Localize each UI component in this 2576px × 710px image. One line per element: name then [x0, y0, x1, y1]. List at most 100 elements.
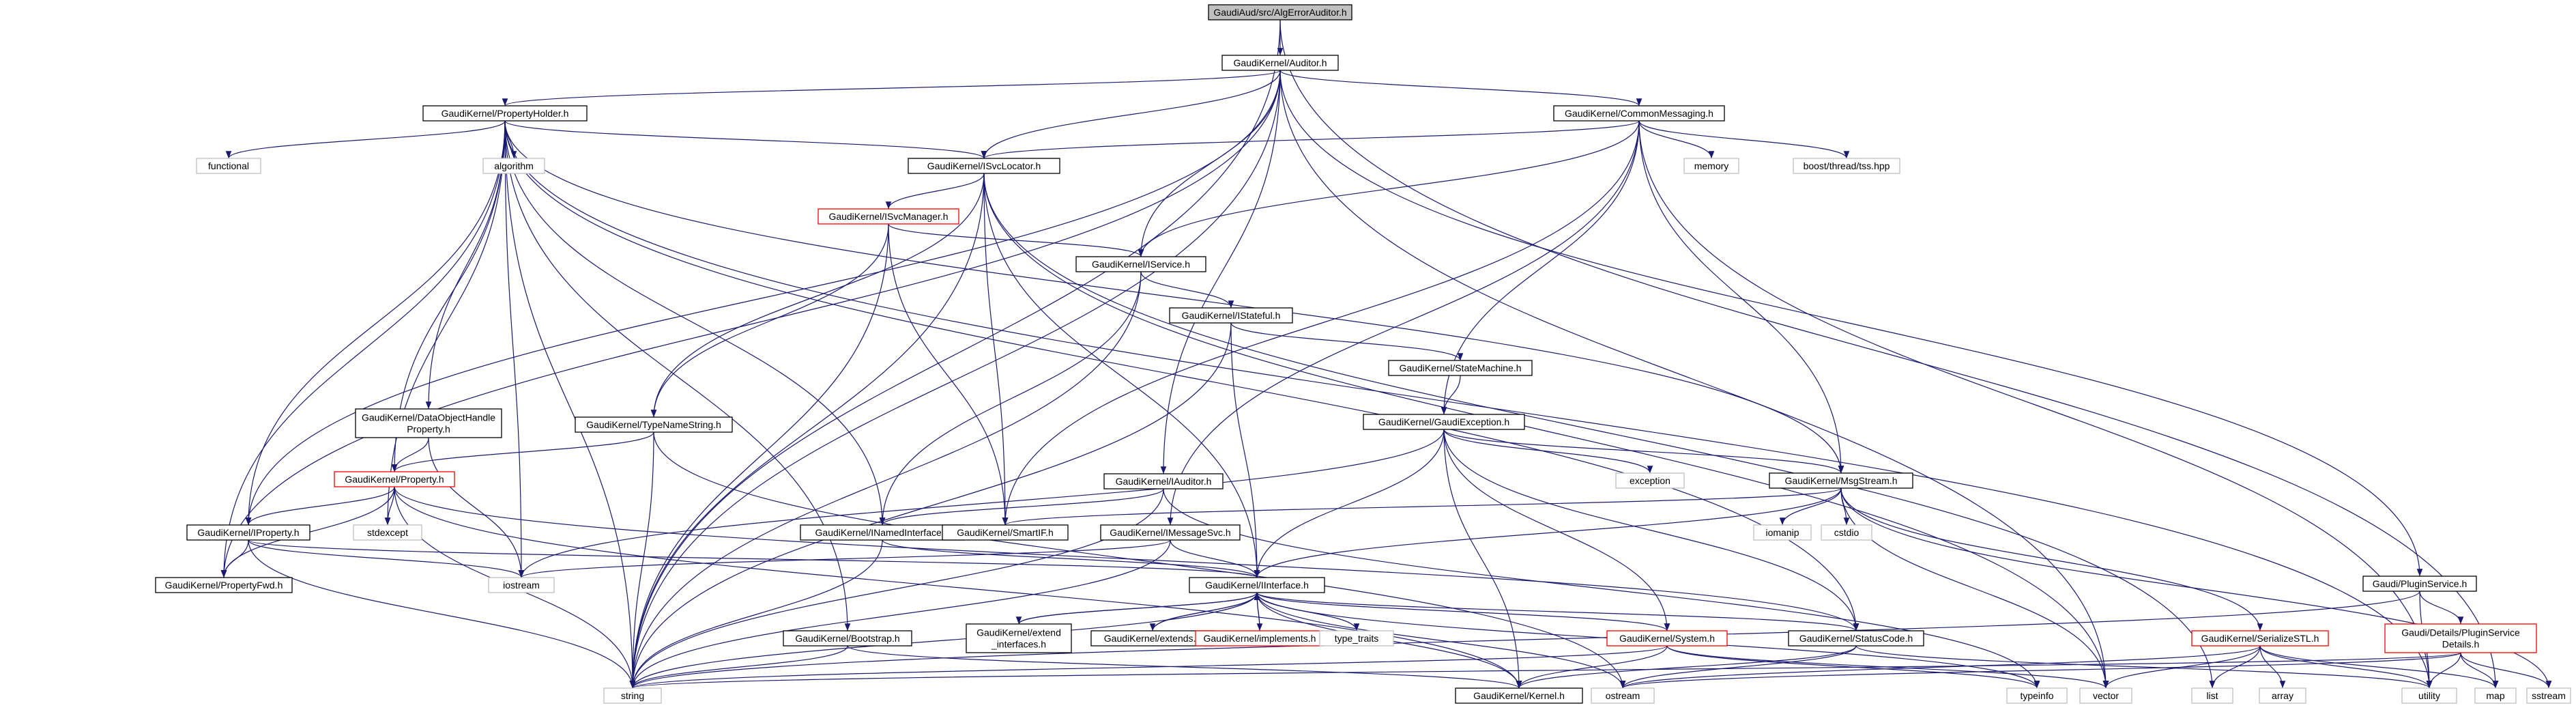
- edge-imessagesvc-to-iostream: [519, 539, 1171, 578]
- edge-statuscode-to-ostream: [1619, 645, 1857, 689]
- edge-propertyholder-to-functional: [225, 120, 506, 159]
- node-iinterface[interactable]: GaudiKernel/IInterface.h: [1189, 577, 1325, 593]
- node-label-vector: vector: [2093, 690, 2119, 701]
- node-kernel[interactable]: GaudiKernel/Kernel.h: [1455, 687, 1583, 704]
- edge-statuscode-to-kernel: [1516, 645, 1857, 689]
- node-box-statuscode: [1788, 630, 1924, 647]
- node-label-functional: functional: [208, 160, 249, 171]
- edge-iproperty-to-propertyfwd: [220, 539, 249, 578]
- edge-msgstream-to-serializestl: [1840, 487, 2263, 631]
- node-isvcmanager[interactable]: GaudiKernel/ISvcManager.h: [817, 208, 959, 225]
- node-label-list: list: [2206, 690, 2218, 701]
- node-msgstream[interactable]: GaudiKernel/MsgStream.h: [1769, 472, 1913, 489]
- node-system[interactable]: GaudiKernel/System.h: [1606, 630, 1728, 647]
- node-box-type_traits: [1319, 630, 1394, 647]
- edge-commonmessaging-to-iservice: [1138, 120, 1640, 257]
- edge-property-to-iproperty: [245, 486, 395, 526]
- node-functional: functional: [196, 158, 261, 174]
- edge-iservice-to-string: [629, 271, 1142, 689]
- node-smartif[interactable]: GaudiKernel/SmartIF.h: [942, 524, 1069, 541]
- node-property[interactable]: GaudiKernel/Property.h: [334, 471, 455, 487]
- edge-commonmessaging-to-imessagesvc: [1167, 120, 1640, 526]
- edge-typenamestring-to-ostream: [653, 431, 1626, 689]
- node-stdexcept: stdexcept: [353, 524, 422, 541]
- node-label-isvclocator: GaudiKernel/ISvcLocator.h: [927, 160, 1041, 171]
- node-label-extend_interfaces-line-1: GaudiKernel/extend: [976, 627, 1061, 638]
- node-label-property: GaudiKernel/Property.h: [345, 474, 444, 485]
- node-label-cstdio: cstdio: [1834, 527, 1859, 538]
- node-statemachine[interactable]: GaudiKernel/StateMachine.h: [1388, 360, 1533, 376]
- edge-commonmessaging-to-msgstream: [1638, 120, 1844, 474]
- node-box-sstream: [2526, 687, 2571, 704]
- node-typenamestring[interactable]: GaudiKernel/TypeNameString.h: [575, 416, 733, 433]
- node-bootstrap[interactable]: GaudiKernel/Bootstrap.h: [783, 630, 912, 647]
- edge-dataobjecthandle-to-property: [391, 437, 429, 472]
- node-box-utility: [2401, 687, 2457, 704]
- edge-isvcmanager-to-typenamestring: [650, 223, 889, 418]
- node-algorithm: algorithm: [482, 158, 545, 174]
- node-layer: GaudiAud/src/AlgErrorAuditor.hGaudiKerne…: [155, 4, 2571, 704]
- edge-isvcmanager-to-smartif: [888, 223, 1009, 526]
- node-label-iomanip: iomanip: [1765, 527, 1799, 538]
- edge-propertyholder-to-msgstream: [504, 120, 1844, 474]
- node-label-auditor: GaudiKernel/Auditor.h: [1234, 57, 1327, 68]
- node-isvclocator[interactable]: GaudiKernel/ISvcLocator.h: [908, 158, 1060, 174]
- node-serializestl[interactable]: GaudiKernel/SerializeSTL.h: [2191, 630, 2329, 647]
- node-extend_interfaces[interactable]: GaudiKernel/extend_interfaces.h: [966, 623, 1072, 653]
- node-iauditor[interactable]: GaudiKernel/IAuditor.h: [1103, 473, 1224, 489]
- node-box-imessagesvc: [1100, 524, 1241, 541]
- edge-serializestl-to-utility: [2259, 645, 2433, 689]
- edge-commonmessaging-to-memory: [1638, 120, 1715, 159]
- edge-isvclocator-to-typenamestring: [650, 173, 985, 418]
- edge-propertyholder-to-utility: [504, 120, 2433, 689]
- node-commonmessaging[interactable]: GaudiKernel/CommonMessaging.h: [1553, 105, 1725, 122]
- edge-iproperty-to-iinterface: [248, 539, 1260, 578]
- node-label-pluginservice: Gaudi/PluginService.h: [2373, 578, 2468, 589]
- node-label-typeinfo: typeinfo: [2020, 690, 2053, 701]
- edge-auditor-to-iauditor: [1160, 70, 1281, 474]
- node-label-inamedinterface: GaudiKernel/INamedInterface.h: [815, 527, 950, 538]
- node-box-bootstrap: [783, 630, 912, 647]
- node-implements[interactable]: GaudiKernel/implements.h: [1195, 630, 1325, 647]
- node-box-propertyfwd: [155, 577, 293, 593]
- node-inamedinterface[interactable]: GaudiKernel/INamedInterface.h: [800, 524, 965, 541]
- node-statuscode[interactable]: GaudiKernel/StatusCode.h: [1788, 630, 1924, 647]
- edge-statemachine-to-gaudiexception: [1441, 375, 1461, 415]
- edge-isvclocator-to-isvcmanager: [885, 173, 985, 210]
- edge-commonmessaging-to-isvclocator: [981, 120, 1640, 159]
- node-label-iproperty: GaudiKernel/IProperty.h: [197, 527, 299, 538]
- node-box-functional: [196, 158, 261, 174]
- edge-root-to-map: [1279, 19, 2499, 689]
- node-istateful[interactable]: GaudiKernel/IStateful.h: [1169, 307, 1293, 324]
- node-box-isvcmanager: [817, 208, 959, 225]
- edge-iinterface-to-string: [629, 592, 1258, 689]
- node-box-exception: [1615, 472, 1685, 489]
- node-box-algorithm: [482, 158, 545, 174]
- node-label-statuscode: GaudiKernel/StatusCode.h: [1799, 633, 1913, 644]
- node-auditor[interactable]: GaudiKernel/Auditor.h: [1221, 55, 1339, 71]
- edge-auditor-to-isvclocator: [981, 70, 1281, 159]
- node-type_traits: type_traits: [1319, 630, 1394, 647]
- node-box-extend_interfaces: [966, 623, 1072, 653]
- node-gaudiexception[interactable]: GaudiKernel/GaudiException.h: [1363, 414, 1525, 430]
- node-box-pluginservicedetails: [2384, 623, 2537, 653]
- node-pluginservice[interactable]: Gaudi/PluginService.h: [2362, 576, 2477, 592]
- node-typeinfo: typeinfo: [2006, 687, 2068, 704]
- node-label-implements: GaudiKernel/implements.h: [1204, 633, 1316, 644]
- edge-implements-to-iinterface: [1254, 592, 1260, 631]
- edge-serializestl-to-map: [2259, 645, 2499, 689]
- edge-isvclocator-to-vector: [983, 173, 2109, 689]
- node-propertyholder[interactable]: GaudiKernel/PropertyHolder.h: [422, 105, 588, 122]
- node-sstream: sstream: [2526, 687, 2571, 704]
- edge-auditor-to-propertyfwd: [220, 70, 1281, 578]
- node-iproperty[interactable]: GaudiKernel/IProperty.h: [186, 524, 310, 541]
- node-imessagesvc[interactable]: GaudiKernel/IMessageSvc.h: [1100, 524, 1241, 541]
- node-iservice[interactable]: GaudiKernel/IService.h: [1075, 256, 1206, 272]
- edge-serializestl-to-ostream: [1620, 645, 2261, 689]
- edge-commonmessaging-to-smartif: [1002, 120, 1640, 526]
- node-label-stdexcept: stdexcept: [367, 527, 408, 538]
- node-propertyfwd[interactable]: GaudiKernel/PropertyFwd.h: [155, 577, 293, 593]
- node-root[interactable]: GaudiAud/src/AlgErrorAuditor.h: [1208, 4, 1352, 20]
